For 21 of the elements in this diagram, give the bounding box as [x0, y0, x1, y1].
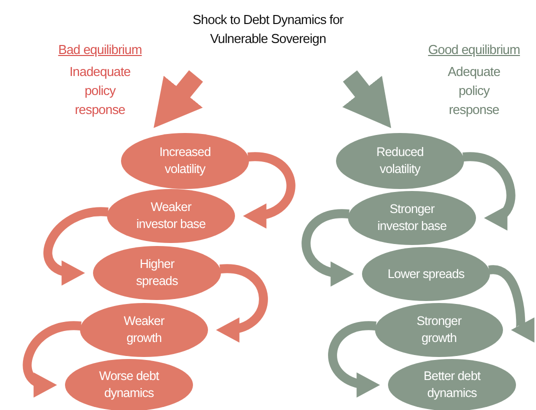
node-label: Worse debt dynamics: [98, 368, 160, 402]
node-label: Stronger growth: [416, 313, 463, 347]
note-text: Inadequate policy response: [68, 63, 132, 119]
shock-arrow: [342, 70, 392, 128]
section-heading: Good equilibrium: [427, 41, 521, 59]
node-label: Better debt dynamics: [422, 368, 482, 402]
curved-arrow: [216, 264, 268, 341]
curved-arrow: [462, 152, 516, 228]
section-heading: Bad equilibrium: [57, 41, 143, 59]
shock-arrow: [154, 70, 203, 128]
curved-arrow: [22, 321, 82, 396]
node-label: Lower spreads: [388, 266, 464, 282]
node-label: Stronger investor base: [376, 201, 448, 235]
note-text: Adequate policy response: [446, 63, 502, 119]
curved-arrow: [44, 207, 108, 284]
diagram-title: Shock to Debt Dynamics for Vulnerable Sovereign: [192, 11, 344, 48]
node-label: Reduced volatility: [375, 144, 425, 178]
node-label: Higher spreads: [135, 256, 179, 290]
node-label: Weaker growth: [122, 313, 166, 347]
node-label: Increased volatility: [158, 144, 212, 178]
node-label: Weaker investor base: [135, 199, 207, 233]
